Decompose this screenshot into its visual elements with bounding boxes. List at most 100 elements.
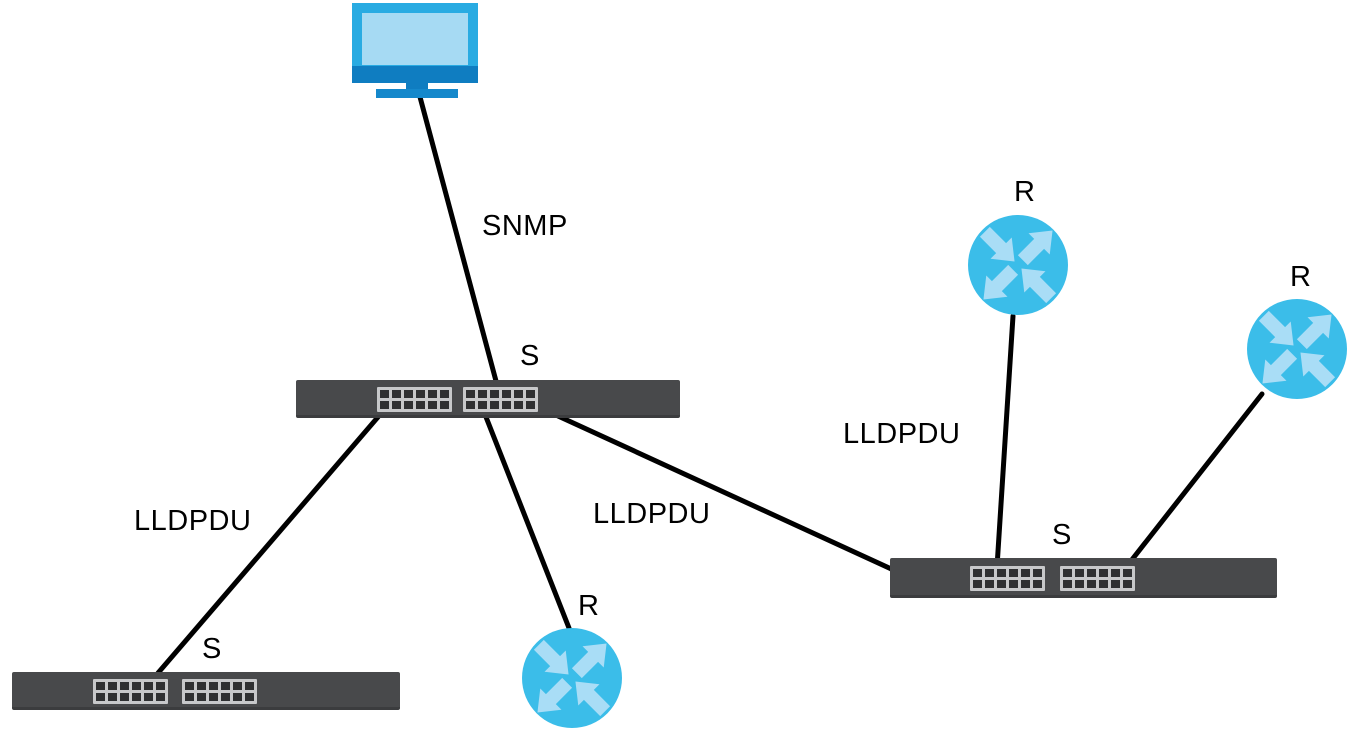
- port-cell: [1021, 569, 1030, 577]
- label-switch-top: S: [520, 340, 540, 372]
- port-cell: [156, 682, 165, 690]
- connection-line: [155, 414, 381, 676]
- port-cell: [108, 682, 117, 690]
- port-cell: [466, 401, 475, 409]
- connection-line: [555, 413, 903, 576]
- port-cell: [392, 390, 401, 398]
- port-cell: [1009, 569, 1018, 577]
- port-cell: [144, 682, 153, 690]
- port-cell: [478, 390, 487, 398]
- port-cell: [526, 401, 535, 409]
- port-cell: [526, 390, 535, 398]
- port-cell: [416, 390, 425, 398]
- port-cell: [197, 693, 206, 701]
- label-router-far-right: R: [1290, 261, 1312, 293]
- switch-port-block: [93, 679, 168, 704]
- connection-line: [1124, 391, 1265, 569]
- connection-line: [994, 313, 1016, 570]
- port-cell: [233, 682, 242, 690]
- port-cell: [185, 682, 194, 690]
- router-icon-bottom: [522, 628, 622, 728]
- connection-line: [417, 94, 499, 384]
- port-cell: [1087, 569, 1096, 577]
- port-cell: [428, 390, 437, 398]
- port-cell: [1075, 569, 1084, 577]
- label-router-top: R: [1014, 176, 1036, 208]
- port-cell: [416, 401, 425, 409]
- port-cell: [221, 682, 230, 690]
- port-cell: [1123, 569, 1132, 577]
- switch-port-block: [463, 387, 538, 412]
- port-cell: [209, 682, 218, 690]
- monitor-stand-neck: [406, 83, 428, 91]
- switch-top: [296, 380, 680, 418]
- port-cell: [1075, 580, 1084, 588]
- port-cell: [985, 569, 994, 577]
- monitor-stand-base: [376, 89, 458, 98]
- port-cell: [1111, 569, 1120, 577]
- port-cell: [156, 693, 165, 701]
- port-cell: [985, 580, 994, 588]
- port-cell: [209, 693, 218, 701]
- port-cell: [973, 569, 982, 577]
- port-cell: [1063, 569, 1072, 577]
- port-cell: [1033, 580, 1042, 588]
- label-switch-bottom-left: S: [202, 633, 222, 665]
- switch-right: [890, 558, 1277, 598]
- port-cell: [490, 390, 499, 398]
- label-lldpdu-right: LLDPDU: [843, 418, 961, 450]
- port-cell: [1099, 569, 1108, 577]
- monitor-bottom-band: [352, 66, 478, 83]
- port-cell: [108, 693, 117, 701]
- port-cell: [440, 390, 449, 398]
- port-cell: [1021, 580, 1030, 588]
- port-cell: [502, 401, 511, 409]
- port-cell: [132, 693, 141, 701]
- label-router-bottom: R: [578, 590, 600, 622]
- port-cell: [132, 682, 141, 690]
- router-icon-top: [968, 215, 1068, 315]
- connection-line: [483, 414, 572, 631]
- port-cell: [120, 693, 129, 701]
- port-cell: [1063, 580, 1072, 588]
- computer-icon: [352, 3, 478, 98]
- port-cell: [1099, 580, 1108, 588]
- port-cell: [514, 401, 523, 409]
- port-cell: [96, 693, 105, 701]
- port-cell: [440, 401, 449, 409]
- port-cell: [197, 682, 206, 690]
- router-icon-far-right: [1247, 299, 1347, 399]
- switch-bottom-left: [12, 672, 400, 710]
- switch-port-block: [1060, 566, 1135, 591]
- port-cell: [221, 693, 230, 701]
- port-cell: [478, 401, 487, 409]
- monitor-screen: [362, 13, 468, 65]
- port-cell: [997, 580, 1006, 588]
- switch-port-block: [970, 566, 1045, 591]
- port-cell: [1087, 580, 1096, 588]
- port-cell: [185, 693, 194, 701]
- port-cell: [404, 401, 413, 409]
- port-cell: [997, 569, 1006, 577]
- switch-port-block: [377, 387, 452, 412]
- port-cell: [1009, 580, 1018, 588]
- port-cell: [502, 390, 511, 398]
- label-lldpdu-left: LLDPDU: [134, 505, 252, 537]
- port-cell: [380, 401, 389, 409]
- label-snmp: SNMP: [482, 210, 568, 242]
- port-cell: [428, 401, 437, 409]
- label-lldpdu-center: LLDPDU: [593, 498, 711, 530]
- port-cell: [514, 390, 523, 398]
- port-cell: [380, 390, 389, 398]
- port-cell: [96, 682, 105, 690]
- label-switch-right: S: [1052, 519, 1072, 551]
- port-cell: [233, 693, 242, 701]
- port-cell: [392, 401, 401, 409]
- port-cell: [120, 682, 129, 690]
- port-cell: [144, 693, 153, 701]
- port-cell: [1033, 569, 1042, 577]
- port-cell: [1123, 580, 1132, 588]
- port-cell: [1111, 580, 1120, 588]
- switch-port-block: [182, 679, 257, 704]
